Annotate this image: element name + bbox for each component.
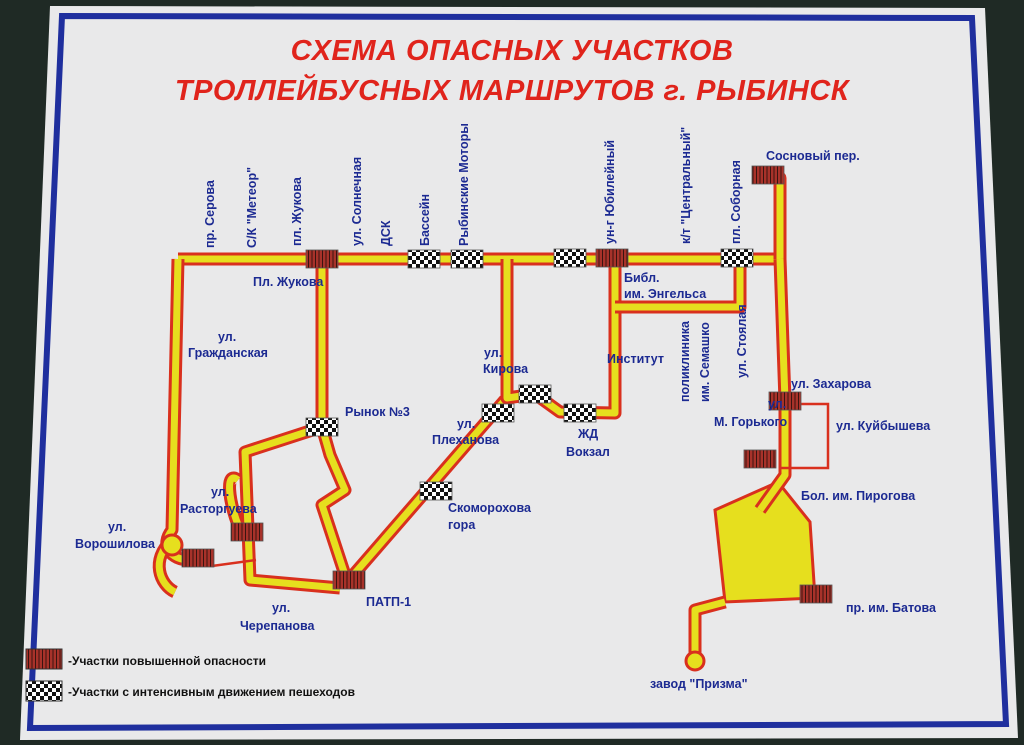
title-line-1: СХЕМА ОПАСНЫХ УЧАСТКОВ (291, 35, 734, 67)
label-plekh-2: Плеханова (432, 433, 500, 447)
label-rast-2: Расторгуева (180, 502, 258, 516)
pedestrian-section-marker (481, 403, 515, 423)
route-segment (691, 598, 726, 660)
danger-section-marker (305, 249, 339, 269)
label-zhd-2: Вокзал (566, 445, 610, 459)
voroshilova-link (211, 558, 257, 568)
route-segment (318, 259, 349, 577)
label-vor-2: Ворошилова (75, 537, 156, 551)
label-bibl-2: им. Энгельса (624, 287, 707, 301)
label-vor-1: ул. (108, 520, 126, 534)
label-pirogova: Бол. им. Пирогова (801, 489, 916, 503)
label-plekh-1: ул. (457, 417, 475, 431)
title-line-2: ТРОЛЛЕЙБУСНЫХ МАРШРУТОВ г. РЫБИНСК (175, 72, 851, 107)
stop-meteor: С/К "Метеор" (245, 167, 259, 248)
danger-section-marker (595, 248, 629, 268)
stop-motory: Рыбинские Моторы (457, 123, 471, 246)
label-kuybysheva: ул. Куйбышева (836, 419, 931, 433)
label-zakharova: ул. Захарова (791, 377, 872, 391)
danger-section-marker (751, 165, 785, 185)
danger-section-marker (230, 522, 264, 542)
pedestrian-section-marker (720, 248, 754, 268)
pedestrian-section-marker (518, 384, 552, 404)
label-zhd-1: ЖД (577, 427, 598, 441)
label-skom-2: гора (448, 518, 476, 532)
label-patp: ПАТП-1 (366, 595, 411, 609)
label-cher-2: Черепанова (240, 619, 316, 633)
label-prizma: завод "Призма" (650, 677, 748, 691)
label-gorkogo-1: ул. (768, 397, 786, 411)
route-segment (757, 258, 789, 513)
pedestrian-section-marker (419, 481, 453, 501)
legend: -Участки повышенной опасности -Участки с… (25, 648, 355, 702)
pedestrian-section-marker (563, 403, 597, 423)
label-cher-1: ул. (272, 601, 290, 615)
legend-pedestrian-swatch (25, 680, 63, 702)
label-grazhd-2: Гражданская (188, 346, 268, 360)
label-bibl-1: Библ. (624, 271, 660, 285)
pedestrian-section-marker (553, 248, 587, 268)
legend-pedestrian-label: -Участки с интенсивным движением пешеход… (68, 685, 355, 699)
label-kirova-2: Кирова (483, 362, 529, 376)
stop-zhukova-pl: пл. Жукова (290, 176, 304, 246)
stop-serova: пр. Серова (203, 179, 217, 248)
hospital-area (713, 480, 817, 604)
kuybysheva-line (780, 402, 830, 470)
pedestrian-section-marker (305, 417, 339, 437)
danger-section-marker (743, 449, 777, 469)
stop-sobornaya: пл. Соборная (729, 160, 743, 244)
danger-section-marker (768, 391, 802, 411)
label-kirova-1: ул. (484, 346, 502, 360)
stop-solnechnaya: ул. Солнечная (350, 157, 364, 246)
label-institut: Институт (607, 352, 664, 366)
legend-danger-swatch (25, 648, 63, 670)
route-terminus-prizma (684, 650, 706, 672)
label-rast-1: ул. (211, 485, 229, 499)
stop-basseyn: Бассейн (418, 194, 432, 246)
legend-danger-label: -Участки повышенной опасности (68, 654, 266, 668)
label-grazhd-1: ул. (218, 330, 236, 344)
label-rynok: Рынок №3 (345, 405, 410, 419)
label-poliklinika: поликлиника (678, 320, 692, 402)
label-stoyalaya: ул. Стоялая (735, 304, 749, 378)
danger-section-marker (799, 584, 833, 604)
label-semashko: им. Семашко (698, 322, 712, 402)
sign-border (26, 12, 1010, 732)
label-pl-zhukova: Пл. Жукова (253, 275, 324, 289)
danger-section-marker (181, 548, 215, 568)
route-segment (241, 423, 341, 592)
pedestrian-section-marker (450, 249, 484, 269)
stop-yubileyny: ун-г Юбилейный (603, 140, 617, 244)
route-segment (226, 474, 244, 532)
label-sosnovy: Сосновый пер. (766, 149, 860, 163)
danger-section-marker (332, 570, 366, 590)
pedestrian-section-marker (407, 249, 441, 269)
route-segment (615, 259, 744, 311)
label-batova: пр. им. Батова (846, 601, 937, 615)
stop-dsk: ДСК (379, 220, 393, 246)
label-gorkogo-2: М. Горького (714, 415, 788, 429)
stop-tsentralny: к/т "Центральный" (679, 127, 693, 244)
label-skom-1: Скоморохова (448, 501, 532, 515)
route-loop-voroshilova (160, 533, 184, 557)
